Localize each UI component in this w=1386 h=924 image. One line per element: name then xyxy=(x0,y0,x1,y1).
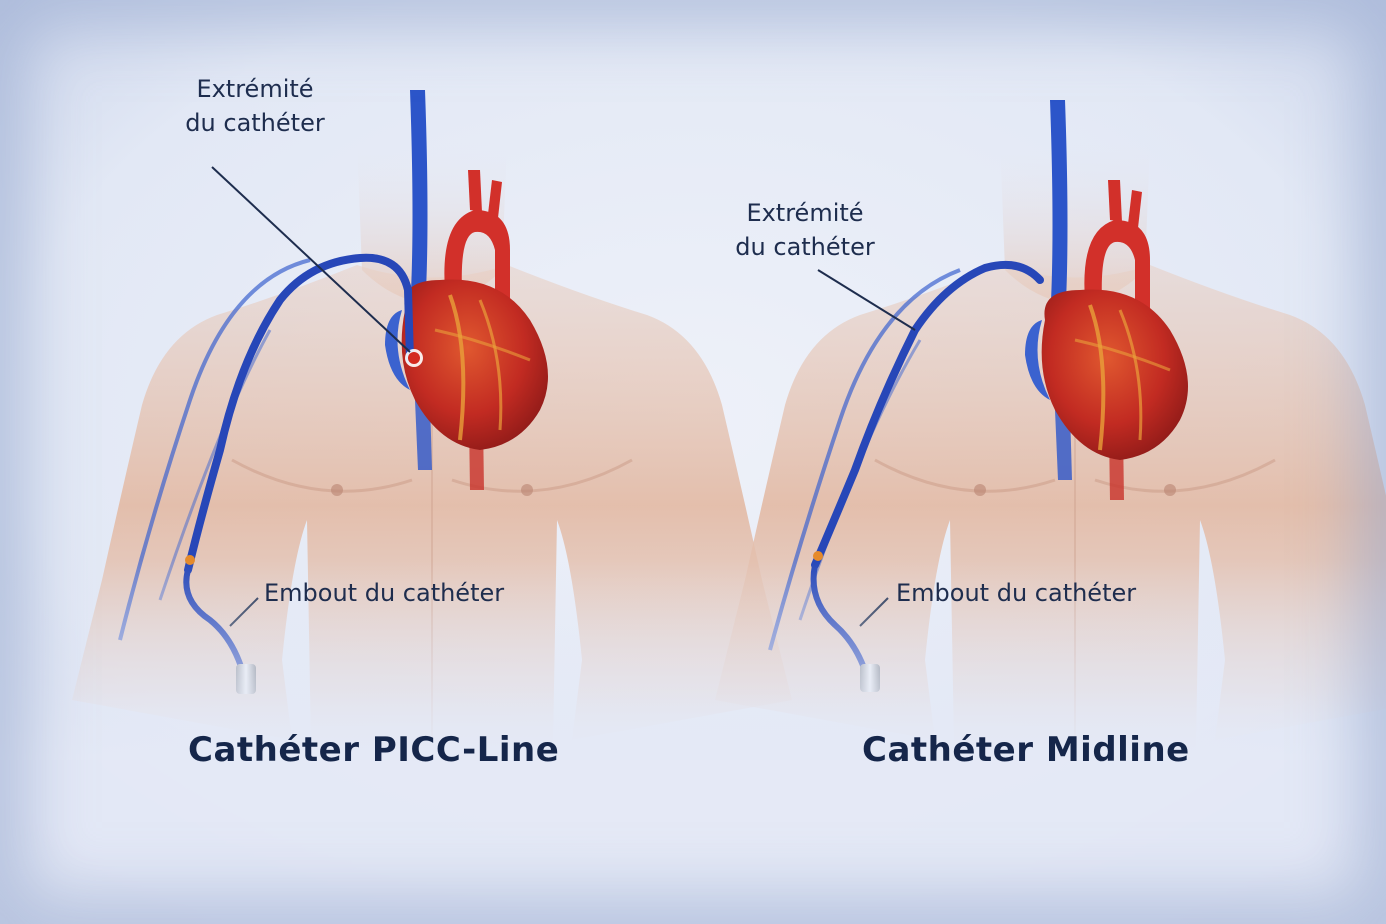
midline-hub-label: Embout du cathéter xyxy=(896,576,1136,610)
picc-tip-label-line1: Extrémité xyxy=(150,72,360,106)
midline-tip-label-line1: Extrémité xyxy=(700,196,910,230)
midline-title: Cathéter Midline xyxy=(862,730,1190,770)
picc-tip-label: Extrémité du cathéter xyxy=(150,72,360,140)
picc-hub-label: Embout du cathéter xyxy=(264,576,504,610)
midline-tip-label: Extrémité du cathéter xyxy=(700,196,910,264)
picc-tip-label-line2: du cathéter xyxy=(150,106,360,140)
midline-tip-label-line2: du cathéter xyxy=(700,230,910,264)
picc-title: Cathéter PICC-Line xyxy=(188,730,559,770)
catheter-tip-marker xyxy=(408,352,420,364)
